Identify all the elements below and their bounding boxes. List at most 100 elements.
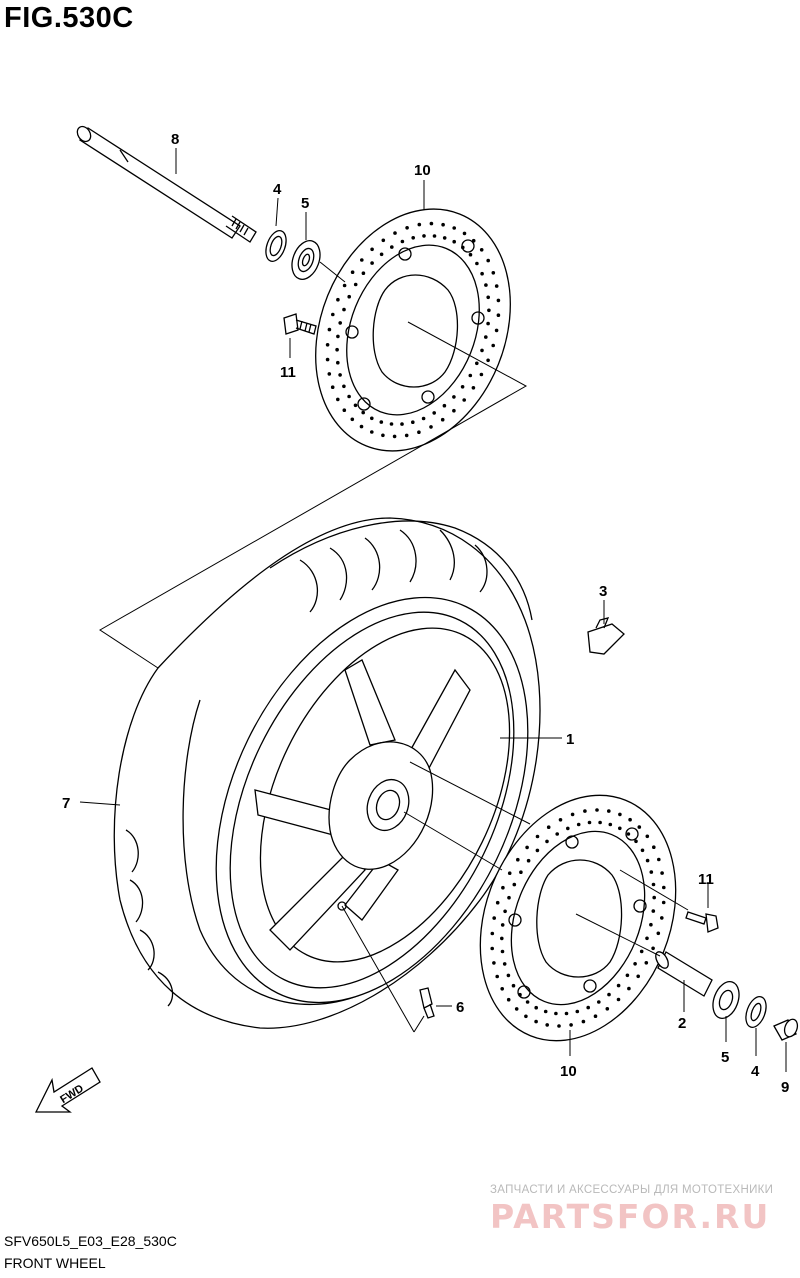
- disc-perforation: [460, 385, 465, 389]
- disc-perforation: [657, 857, 661, 862]
- wheel-part-1[interactable]: [154, 546, 591, 1053]
- disc-perforation: [370, 261, 374, 265]
- disc-perforation: [506, 973, 511, 978]
- spacer-part-2[interactable]: [653, 950, 713, 997]
- disc-perforation: [519, 870, 523, 874]
- axle-part-8[interactable]: [75, 124, 257, 243]
- disc-perforation: [543, 1009, 548, 1014]
- balance-weight-part-3[interactable]: [587, 617, 625, 655]
- disc-perforation: [534, 1005, 538, 1010]
- disc-perforation: [490, 946, 495, 951]
- air-valve-part-6[interactable]: [419, 987, 435, 1019]
- disc-perforation: [651, 882, 656, 887]
- disc-perforation: [392, 434, 397, 439]
- leader-lines: [79, 148, 787, 1072]
- disc-perforation: [379, 252, 384, 257]
- figure-title: FIG.530C: [4, 2, 134, 34]
- bearing-part-5-right[interactable]: [708, 978, 744, 1022]
- disc-perforation: [651, 946, 655, 951]
- disc-perforation: [525, 1000, 530, 1004]
- disc-perforation: [640, 848, 645, 853]
- disc-perforation: [660, 916, 664, 920]
- disc-perforation: [325, 357, 330, 362]
- disc-perforation: [360, 258, 364, 262]
- disc-perforation: [480, 271, 484, 276]
- disc-perforation: [486, 295, 491, 300]
- disc-perforation: [417, 430, 421, 435]
- disc-perforation: [555, 832, 559, 836]
- disc-perforation: [471, 386, 476, 390]
- disc-perforation: [487, 308, 491, 313]
- bearing-part-5-left[interactable]: [287, 237, 325, 283]
- disc-perforation: [462, 398, 467, 402]
- watermark-tagline: ЗАПЧАСТИ И АКСЕССУАРЫ ДЛЯ МОТОТЕХНИКИ: [490, 1184, 774, 1196]
- disc-perforation: [545, 1023, 549, 1027]
- disc-bolt-part-11-right[interactable]: [685, 911, 719, 933]
- disc-perforation: [616, 983, 621, 988]
- disc-perforation: [327, 372, 332, 376]
- watermark-brand: PARTSFOR.RU: [490, 1197, 771, 1236]
- disc-perforation: [400, 239, 405, 244]
- disc-perforation: [421, 416, 426, 421]
- disc-perforation: [338, 373, 342, 377]
- disc-bolt-part-11-left[interactable]: [283, 313, 317, 335]
- disc-perforation: [429, 425, 433, 429]
- disc-perforation: [390, 245, 394, 249]
- disc-perforation: [526, 858, 531, 863]
- disc-perforation: [639, 949, 644, 954]
- disc-perforation: [347, 394, 351, 399]
- disc-perforation: [361, 410, 366, 415]
- brake-disc-part-10-lower[interactable]: [445, 766, 711, 1070]
- disc-perforation: [389, 422, 394, 426]
- disc-perforation: [583, 809, 587, 813]
- disc-perforation: [597, 1000, 601, 1004]
- disc-perforation: [595, 808, 599, 812]
- disc-perforation: [626, 832, 631, 836]
- disc-perforation: [353, 282, 358, 287]
- dust-seal-part-4-left[interactable]: [262, 228, 290, 264]
- disc-perforation: [350, 417, 355, 422]
- collar-part-9[interactable]: [773, 1017, 800, 1041]
- callout-8: 8: [171, 131, 179, 148]
- disc-perforation: [649, 870, 654, 874]
- disc-perforation: [662, 885, 666, 890]
- callout-1: 1: [566, 731, 574, 748]
- disc-perforation: [524, 1014, 528, 1019]
- disc-perforation: [468, 373, 473, 378]
- disc-perforation: [652, 895, 656, 900]
- disc-perforation: [495, 900, 500, 905]
- disc-perforation: [480, 348, 484, 353]
- fwd-arrow-icon: FWD: [34, 1067, 101, 1113]
- disc-perforation: [492, 916, 497, 920]
- callout-6: 6: [456, 999, 464, 1016]
- disc-perforation: [490, 931, 495, 936]
- disc-perforation: [486, 358, 490, 363]
- disc-perforation: [484, 283, 488, 287]
- disc-perforation: [496, 298, 501, 303]
- disc-perforation: [501, 885, 505, 890]
- disc-perforation: [342, 307, 346, 312]
- disc-perforation: [452, 408, 456, 413]
- disc-perforation: [618, 826, 622, 831]
- disc-perforation: [558, 818, 563, 822]
- disc-perforation: [442, 236, 447, 240]
- disc-perforation: [471, 238, 476, 243]
- brake-disc-part-10-upper[interactable]: [281, 180, 545, 481]
- disc-perforation: [634, 839, 638, 844]
- disc-perforation: [422, 234, 426, 238]
- disc-perforation: [525, 845, 529, 850]
- model-code: SFV650L5_E03_E28_530C: [4, 1233, 177, 1249]
- callout-11-right: 11: [698, 871, 714, 888]
- disc-perforation: [546, 825, 551, 829]
- disc-perforation: [507, 895, 511, 900]
- dust-seal-part-4-right[interactable]: [742, 994, 770, 1030]
- disc-perforation: [554, 1011, 558, 1016]
- disc-perforation: [535, 834, 540, 839]
- disc-perforation: [586, 1005, 590, 1010]
- disc-perforation: [500, 987, 505, 991]
- disc-perforation: [494, 328, 499, 333]
- callout-7: 7: [62, 795, 70, 812]
- disc-perforation: [587, 820, 592, 825]
- disc-perforation: [636, 974, 640, 979]
